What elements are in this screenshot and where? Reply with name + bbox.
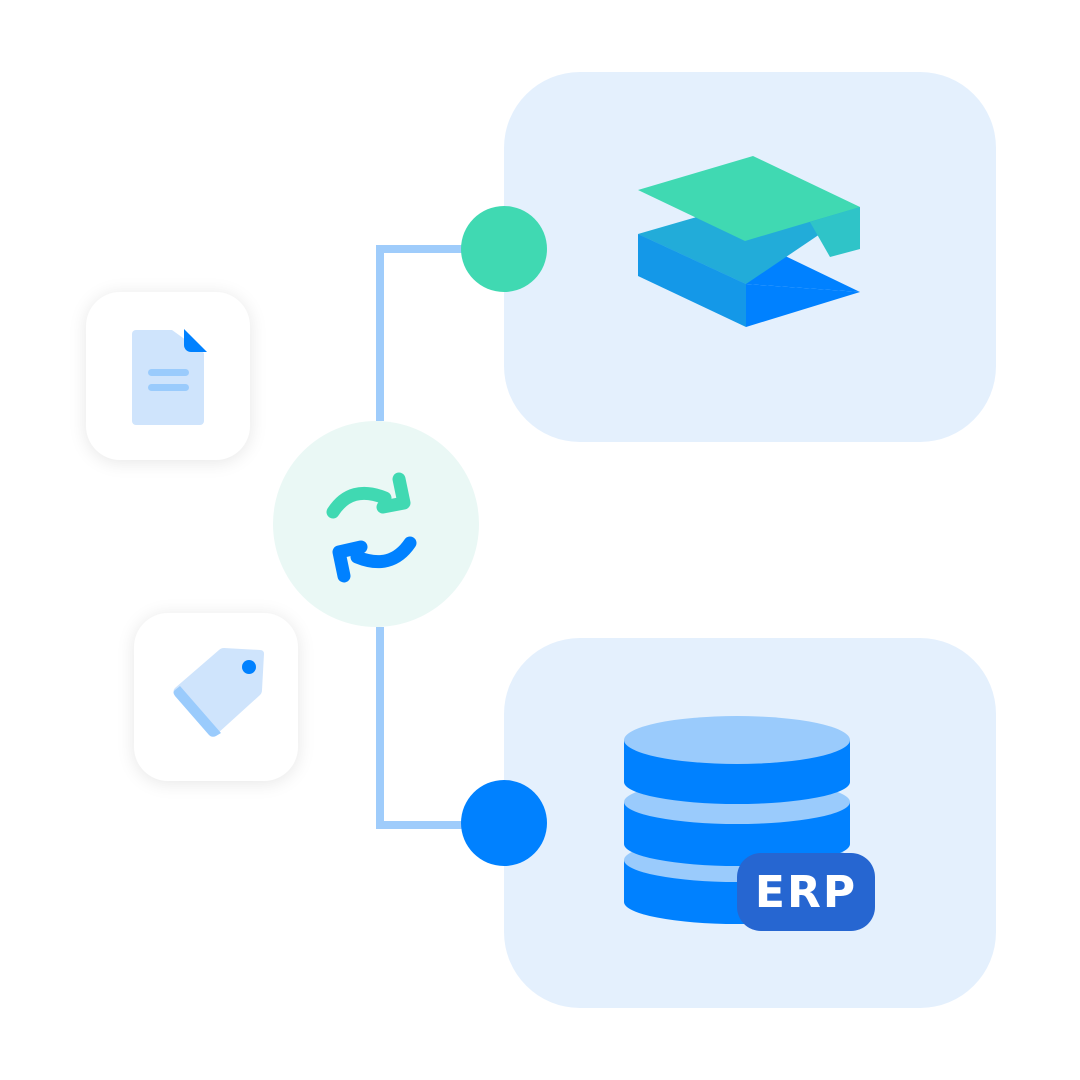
sync-icon [326,472,417,583]
tag-card [134,613,298,781]
document-icon [132,329,207,425]
sync-hub [273,421,479,627]
platform-node [461,206,547,292]
document-card [86,292,250,460]
erp-node [461,780,547,866]
layers-icon [638,156,860,327]
price-tag-icon [173,648,264,737]
erp-badge: ERP [737,853,875,931]
database-icon [624,716,850,924]
